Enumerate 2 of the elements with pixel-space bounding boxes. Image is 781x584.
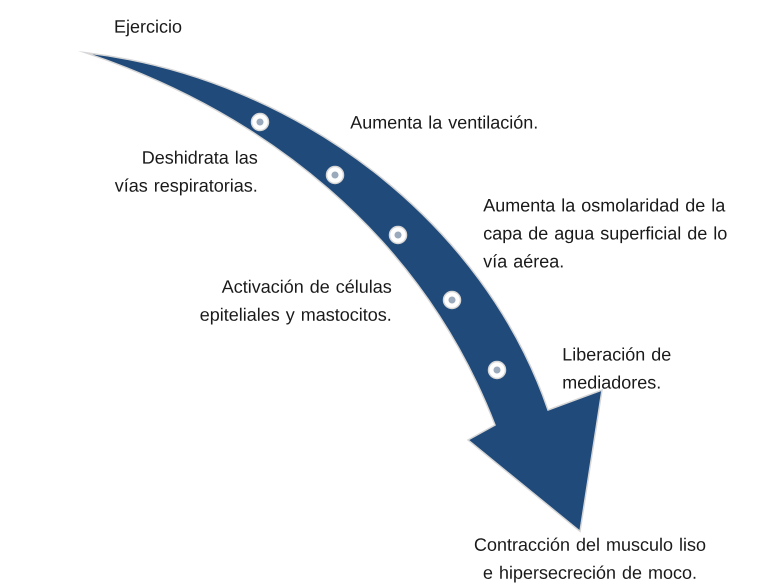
step-label: Ejercicio — [115, 20, 182, 36]
step-label: Contracción del musculo liso e hipersecreción de moco. — [474, 538, 706, 582]
